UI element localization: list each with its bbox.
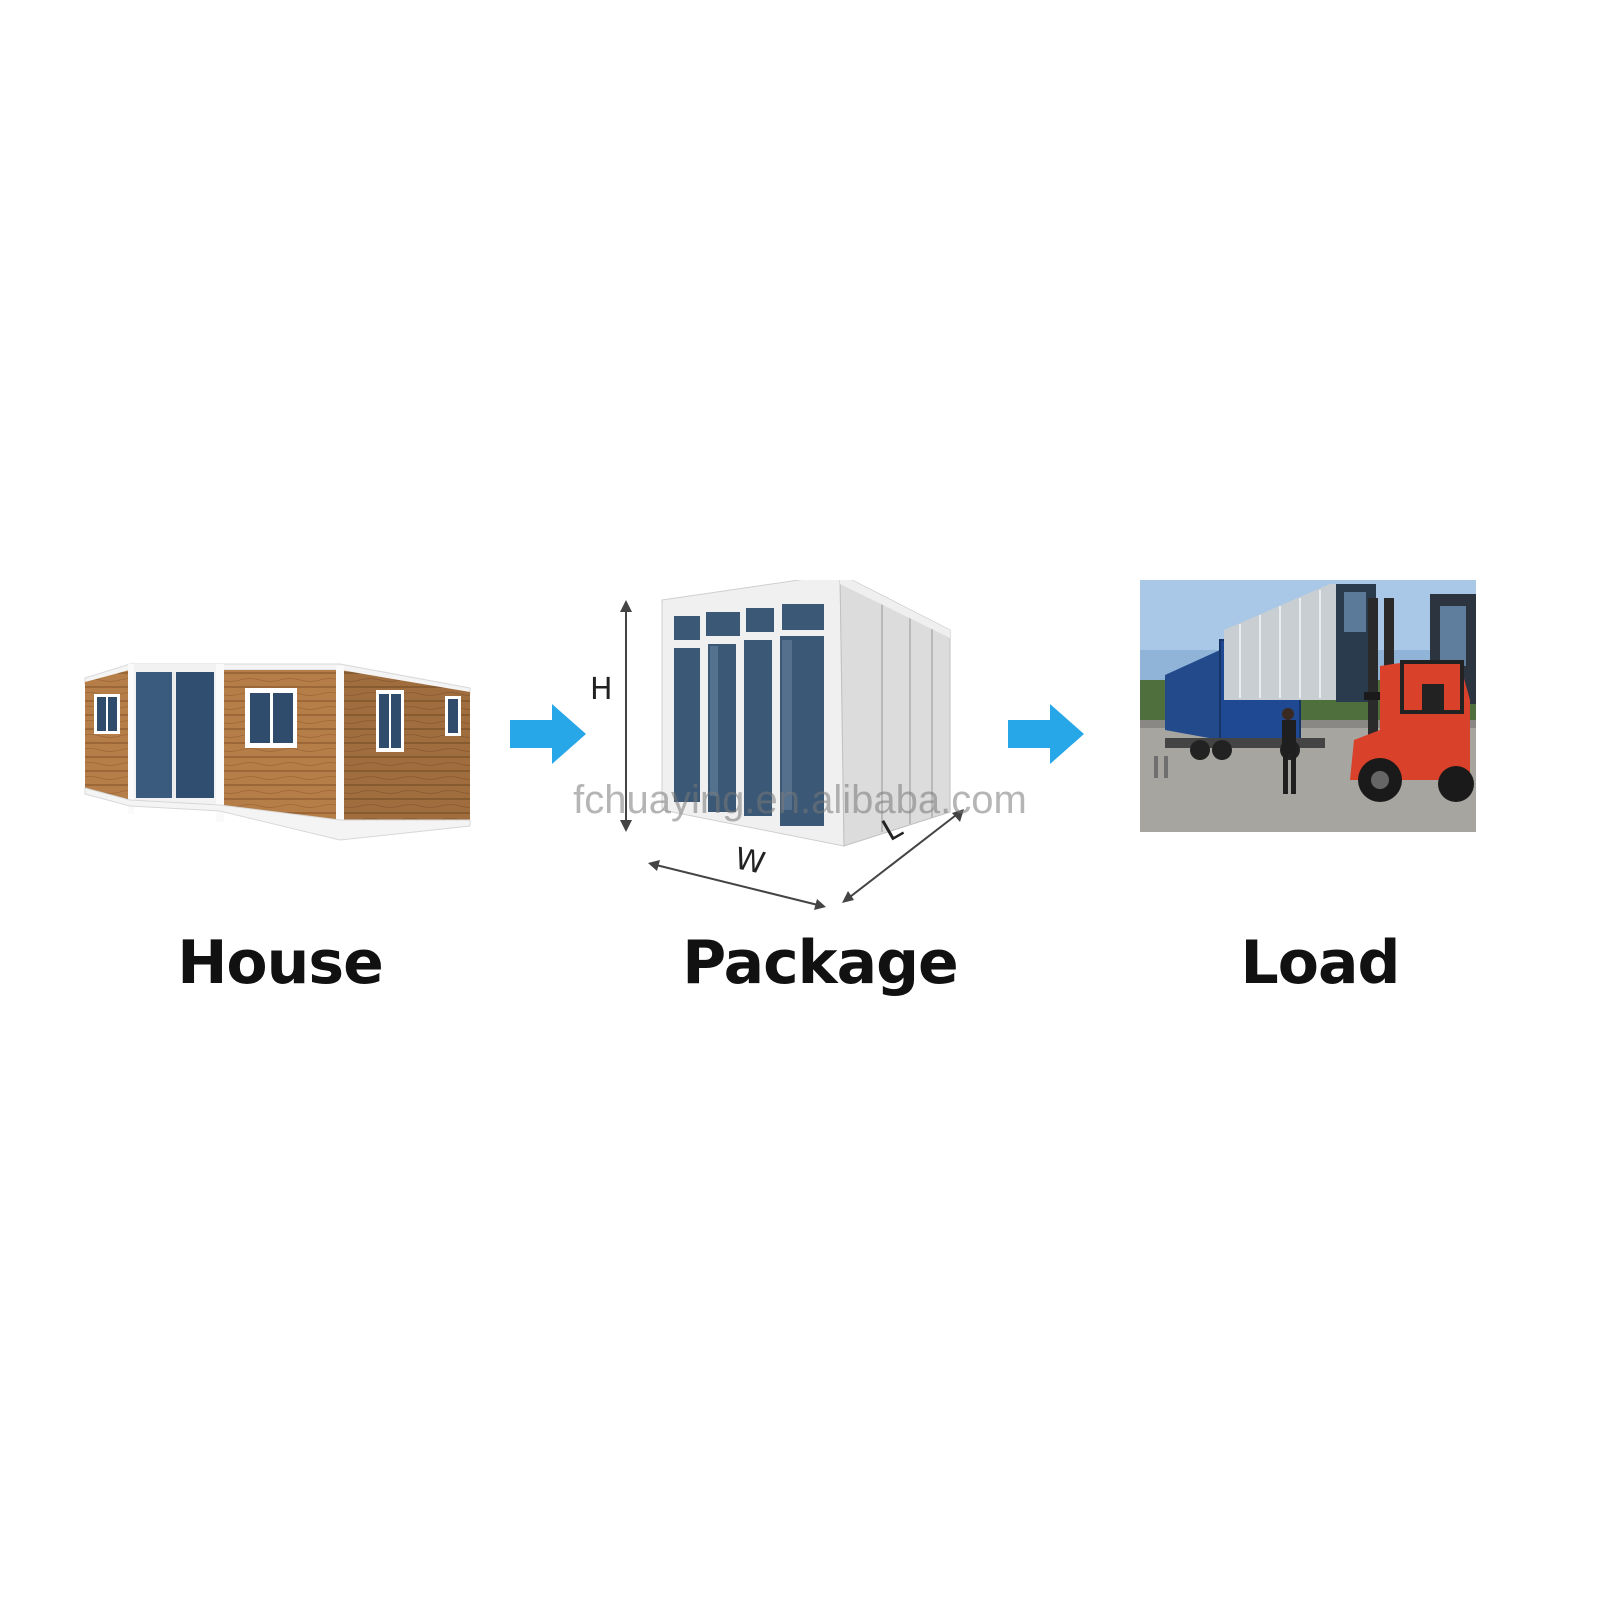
watermark-text: fchuaying.en.alibaba.com <box>573 778 1027 822</box>
package-image <box>620 580 964 910</box>
load-photo <box>1140 580 1476 832</box>
arrow-right-icon <box>1008 704 1084 764</box>
step-label-load: Load <box>1240 928 1401 998</box>
house-image <box>84 663 471 841</box>
step-label-house: House <box>177 928 384 998</box>
step-label-package: Package <box>682 928 958 998</box>
height-label: H <box>590 672 613 707</box>
arrow-right-icon <box>510 704 586 764</box>
